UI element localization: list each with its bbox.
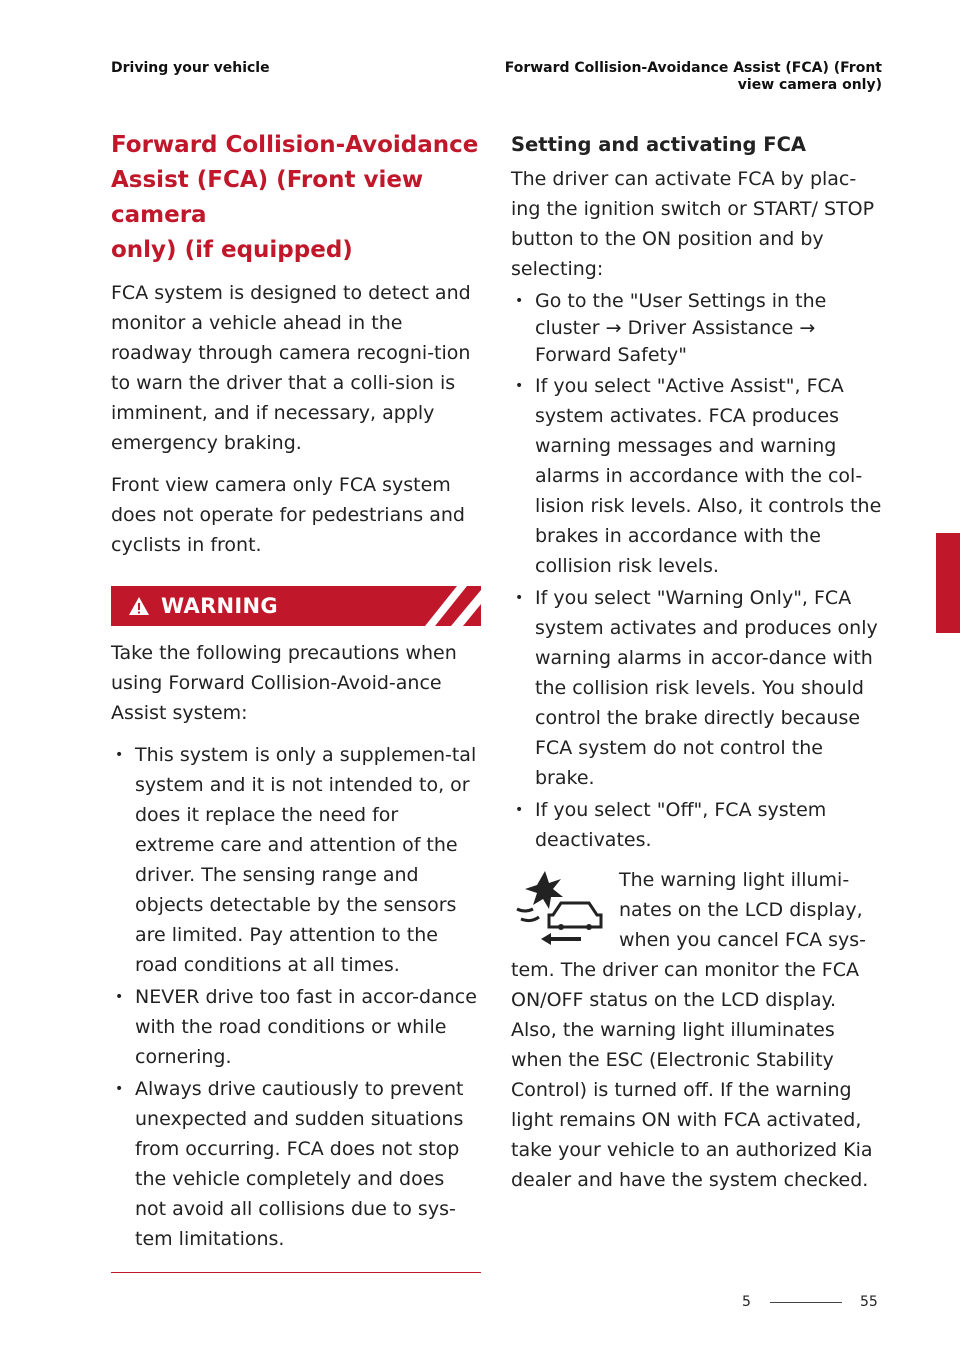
warning-end-rule	[111, 1272, 481, 1273]
running-header-right: Forward Collision-Avoidance Assist (FCA)…	[462, 60, 882, 94]
warning-banner: WARNING	[111, 586, 481, 626]
activation-intro: The driver can activate FCA by plac-ing …	[511, 168, 875, 280]
list-item: Go to the "User Settings in the cluster …	[511, 288, 883, 369]
section-title-line3: only) (if equipped)	[111, 237, 353, 263]
settings-list: Go to the "User Settings in the cluster …	[511, 288, 883, 855]
chapter-thumb-tab	[936, 533, 960, 633]
warning-stripes-icon	[425, 586, 481, 626]
running-header-right-line1: Forward Collision-Avoidance Assist (FCA)…	[504, 60, 882, 76]
running-header-right-line2: view camera only)	[737, 77, 882, 93]
list-item: This system is only a supplemen-tal syst…	[111, 740, 481, 980]
running-header-left: Driving your vehicle	[111, 60, 270, 76]
limitation-paragraph: Front view camera only FCA system does n…	[111, 474, 465, 556]
list-item: NEVER drive too fast in accor-dance with…	[111, 982, 481, 1072]
section-title-line1: Forward Collision-Avoidance	[111, 132, 479, 158]
left-column: Forward Collision-Avoidance Assist (FCA)…	[111, 128, 481, 1273]
footer-page-number: 55	[860, 1294, 878, 1310]
list-item: If you select "Active Assist", FCA syste…	[511, 371, 883, 581]
footer-divider	[770, 1302, 842, 1303]
list-item: If you select "Warning Only", FCA system…	[511, 583, 883, 793]
warning-triangle-icon	[125, 592, 153, 620]
warning-intro: Take the following precautions when usin…	[111, 642, 457, 724]
intro-paragraph: FCA system is designed to detect and mon…	[111, 282, 471, 454]
section-title: Forward Collision-Avoidance Assist (FCA)…	[111, 128, 481, 268]
chapter-side-number: 5	[941, 608, 954, 629]
list-item: If you select "Off", FCA system deactiva…	[511, 795, 883, 855]
fca-warning-light-icon	[516, 871, 603, 945]
subsection-title: Setting and activating FCA	[511, 133, 806, 156]
warning-light-paragraph: The warning light illumi-nates on the LC…	[511, 869, 873, 1191]
section-title-line2: Assist (FCA) (Front view camera	[111, 167, 424, 228]
warning-light-section: The warning light illumi-nates on the LC…	[511, 865, 883, 1195]
list-item: Always drive cautiously to prevent unexp…	[111, 1074, 481, 1254]
footer-chapter-number: 5	[742, 1294, 751, 1310]
right-column: Setting and activating FCA The driver ca…	[511, 128, 883, 1195]
warning-list: This system is only a supplemen-tal syst…	[111, 740, 481, 1254]
warning-label: WARNING	[161, 594, 278, 618]
